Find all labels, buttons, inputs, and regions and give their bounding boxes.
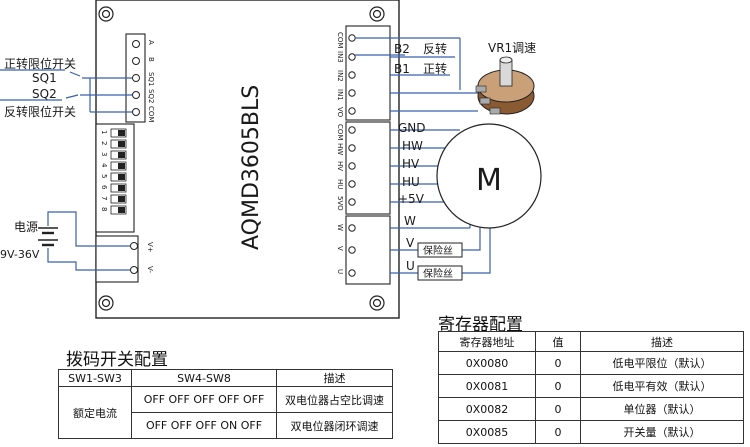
b1-label: B1 xyxy=(394,62,410,76)
svg-text:VO: VO xyxy=(336,107,344,118)
fuse-u-label: 保险丝 xyxy=(423,267,453,280)
hu-label: HU xyxy=(402,175,420,189)
direction-switch-wires xyxy=(355,37,480,112)
reg-cell-addr: 0X0080 xyxy=(438,351,536,375)
dip-cell-current: 额定电流 xyxy=(58,386,132,439)
register-table-title: 寄存器配置 xyxy=(438,315,523,335)
svg-text:HW: HW xyxy=(336,143,344,155)
reverse-label: 反转 xyxy=(423,41,447,56)
svg-text:COM: COM xyxy=(336,124,344,140)
plus5v-label: +5V xyxy=(398,192,425,206)
reg-header-val: 值 xyxy=(535,331,581,352)
reg-cell-val: 0 xyxy=(535,397,581,421)
v-label: V xyxy=(406,236,415,250)
signal-connector xyxy=(345,25,391,121)
b2-label: B2 xyxy=(394,42,410,56)
svg-text:2: 2 xyxy=(100,141,108,145)
svg-text:IN2: IN2 xyxy=(336,70,344,82)
power-wires xyxy=(47,211,130,271)
dip-cell-desc: 双电位器闭环调速 xyxy=(276,412,393,439)
u-label: U xyxy=(406,259,415,273)
svg-text:6: 6 xyxy=(100,185,108,190)
limit-connector-pins xyxy=(132,40,140,116)
dip-cell-setting: OFF OFF OFF ON OFF xyxy=(131,412,277,439)
reg-header-addr: 寄存器地址 xyxy=(438,331,536,352)
svg-text:HU: HU xyxy=(336,179,344,189)
reg-cell-desc: 开关量（默认） xyxy=(580,420,744,444)
hall-connector xyxy=(345,121,391,215)
pin-label-sq2: SQ2 xyxy=(147,89,155,103)
reg-cell-addr: 0X0081 xyxy=(438,374,536,398)
fuse-u xyxy=(417,265,463,281)
pin-label-vplus: V+ xyxy=(146,242,154,253)
reg-cell-val: 0 xyxy=(535,420,581,444)
pin-label-vminus: V- xyxy=(146,266,154,273)
limit-switch-wires xyxy=(0,69,132,113)
motor-connector xyxy=(345,215,391,285)
gnd-label: GND xyxy=(398,121,426,135)
reg-cell-desc: 低电平限位（默认） xyxy=(580,351,744,375)
pin-label-com: COM xyxy=(147,106,155,122)
reg-cell-addr: 0X0085 xyxy=(438,420,536,444)
reg-cell-desc: 单位器（默认） xyxy=(580,397,744,421)
sq1-label: SQ1 xyxy=(32,71,57,85)
w-label: W xyxy=(404,214,416,228)
hw-label: HW xyxy=(402,139,423,153)
reg-cell-val: 0 xyxy=(535,351,581,375)
pin-label-a: A xyxy=(147,40,155,45)
svg-text:7: 7 xyxy=(100,196,108,200)
forward-label: 正转 xyxy=(423,61,447,76)
vr1-label: VR1调速 xyxy=(488,41,536,55)
reverse-limit-label: 反转限位开关 xyxy=(4,104,76,119)
motor-wires xyxy=(390,129,491,274)
reg-cell-val: 0 xyxy=(535,374,581,398)
potentiometer-icon xyxy=(475,56,535,115)
hv-label: HV xyxy=(402,157,420,171)
svg-text:3: 3 xyxy=(100,152,108,156)
svg-text:COM: COM xyxy=(336,32,344,48)
mounting-holes xyxy=(98,6,385,311)
svg-text:4: 4 xyxy=(100,163,108,168)
voltage-label: 9V-36V xyxy=(0,248,40,261)
fuse-v-label: 保险丝 xyxy=(423,244,453,257)
svg-text:8: 8 xyxy=(100,207,108,211)
svg-text:U: U xyxy=(336,269,344,274)
reg-cell-addr: 0X0082 xyxy=(438,397,536,421)
reg-header-desc: 描述 xyxy=(580,331,744,352)
dip-numbers: 1 2 3 4 5 6 7 8 xyxy=(100,130,108,211)
dip-header-sw4-sw8: SW4-SW8 xyxy=(131,369,277,387)
svg-text:IN3: IN3 xyxy=(336,51,344,63)
pin-label-b: B xyxy=(147,57,155,62)
dip-cell-desc: 双电位器占空比调速 xyxy=(276,386,393,413)
dip-table-title: 拨码开关配置 xyxy=(66,350,168,370)
dip-table: SW1-SW3 SW4-SW8 描述 额定电流 OFF OFF OFF OFF … xyxy=(58,369,393,439)
forward-limit-label: 正转限位开关 xyxy=(4,56,76,71)
dip-cell-setting: OFF OFF OFF OFF OFF xyxy=(131,386,277,413)
dip-header-desc: 描述 xyxy=(276,369,393,387)
motor-label: M xyxy=(476,163,502,198)
svg-text:IN1: IN1 xyxy=(336,89,344,101)
battery-symbol xyxy=(38,227,58,247)
sq2-label: SQ2 xyxy=(32,87,57,101)
dip-header-sw1-sw3: SW1-SW3 xyxy=(58,369,132,387)
power-label: 电源 xyxy=(14,220,38,234)
fuse-v xyxy=(417,242,463,258)
pin-label-sq1: SQ1 xyxy=(147,72,155,86)
svg-text:HV: HV xyxy=(336,161,344,171)
motor-icon xyxy=(436,123,542,229)
svg-text:1: 1 xyxy=(100,130,108,134)
svg-text:V: V xyxy=(336,246,344,251)
limit-pin-labels: A B SQ1 SQ2 COM xyxy=(147,40,155,122)
board-model: AQMD3605BLS xyxy=(239,85,264,250)
svg-text:W: W xyxy=(336,224,344,231)
svg-text:5: 5 xyxy=(100,174,108,178)
svg-text:5VO: 5VO xyxy=(336,196,344,211)
reg-cell-desc: 低电平有效（默认） xyxy=(580,374,744,398)
